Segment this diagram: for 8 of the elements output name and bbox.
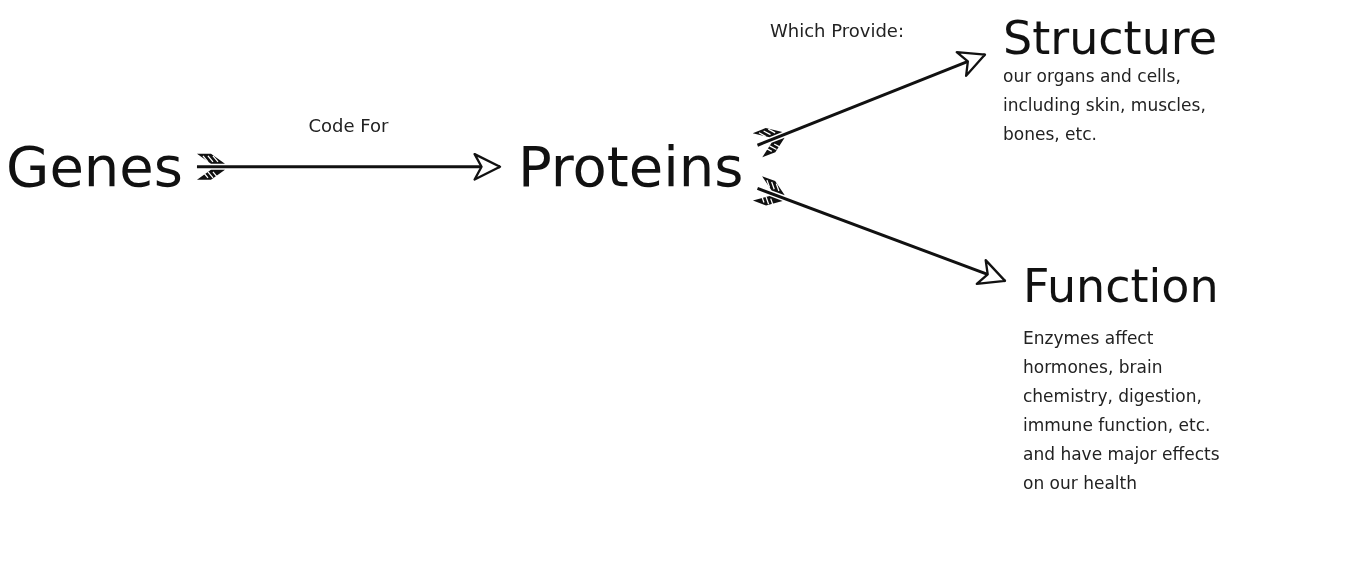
note-label: Which Provide: [770, 20, 904, 41]
heading: Function [1023, 262, 1219, 311]
node-label: Genes [6, 136, 183, 198]
heading: Structure [1003, 14, 1217, 63]
edge-label: Code For [308, 114, 389, 136]
description: our organs and cells, including skin, muscles, bones, etc. [1003, 65, 1207, 147]
description: Enzymes affect hormones, brain chemistry, digestion, immune function, etc. and have major effects on our health [1023, 327, 1221, 496]
node-label: Proteins [518, 136, 744, 198]
